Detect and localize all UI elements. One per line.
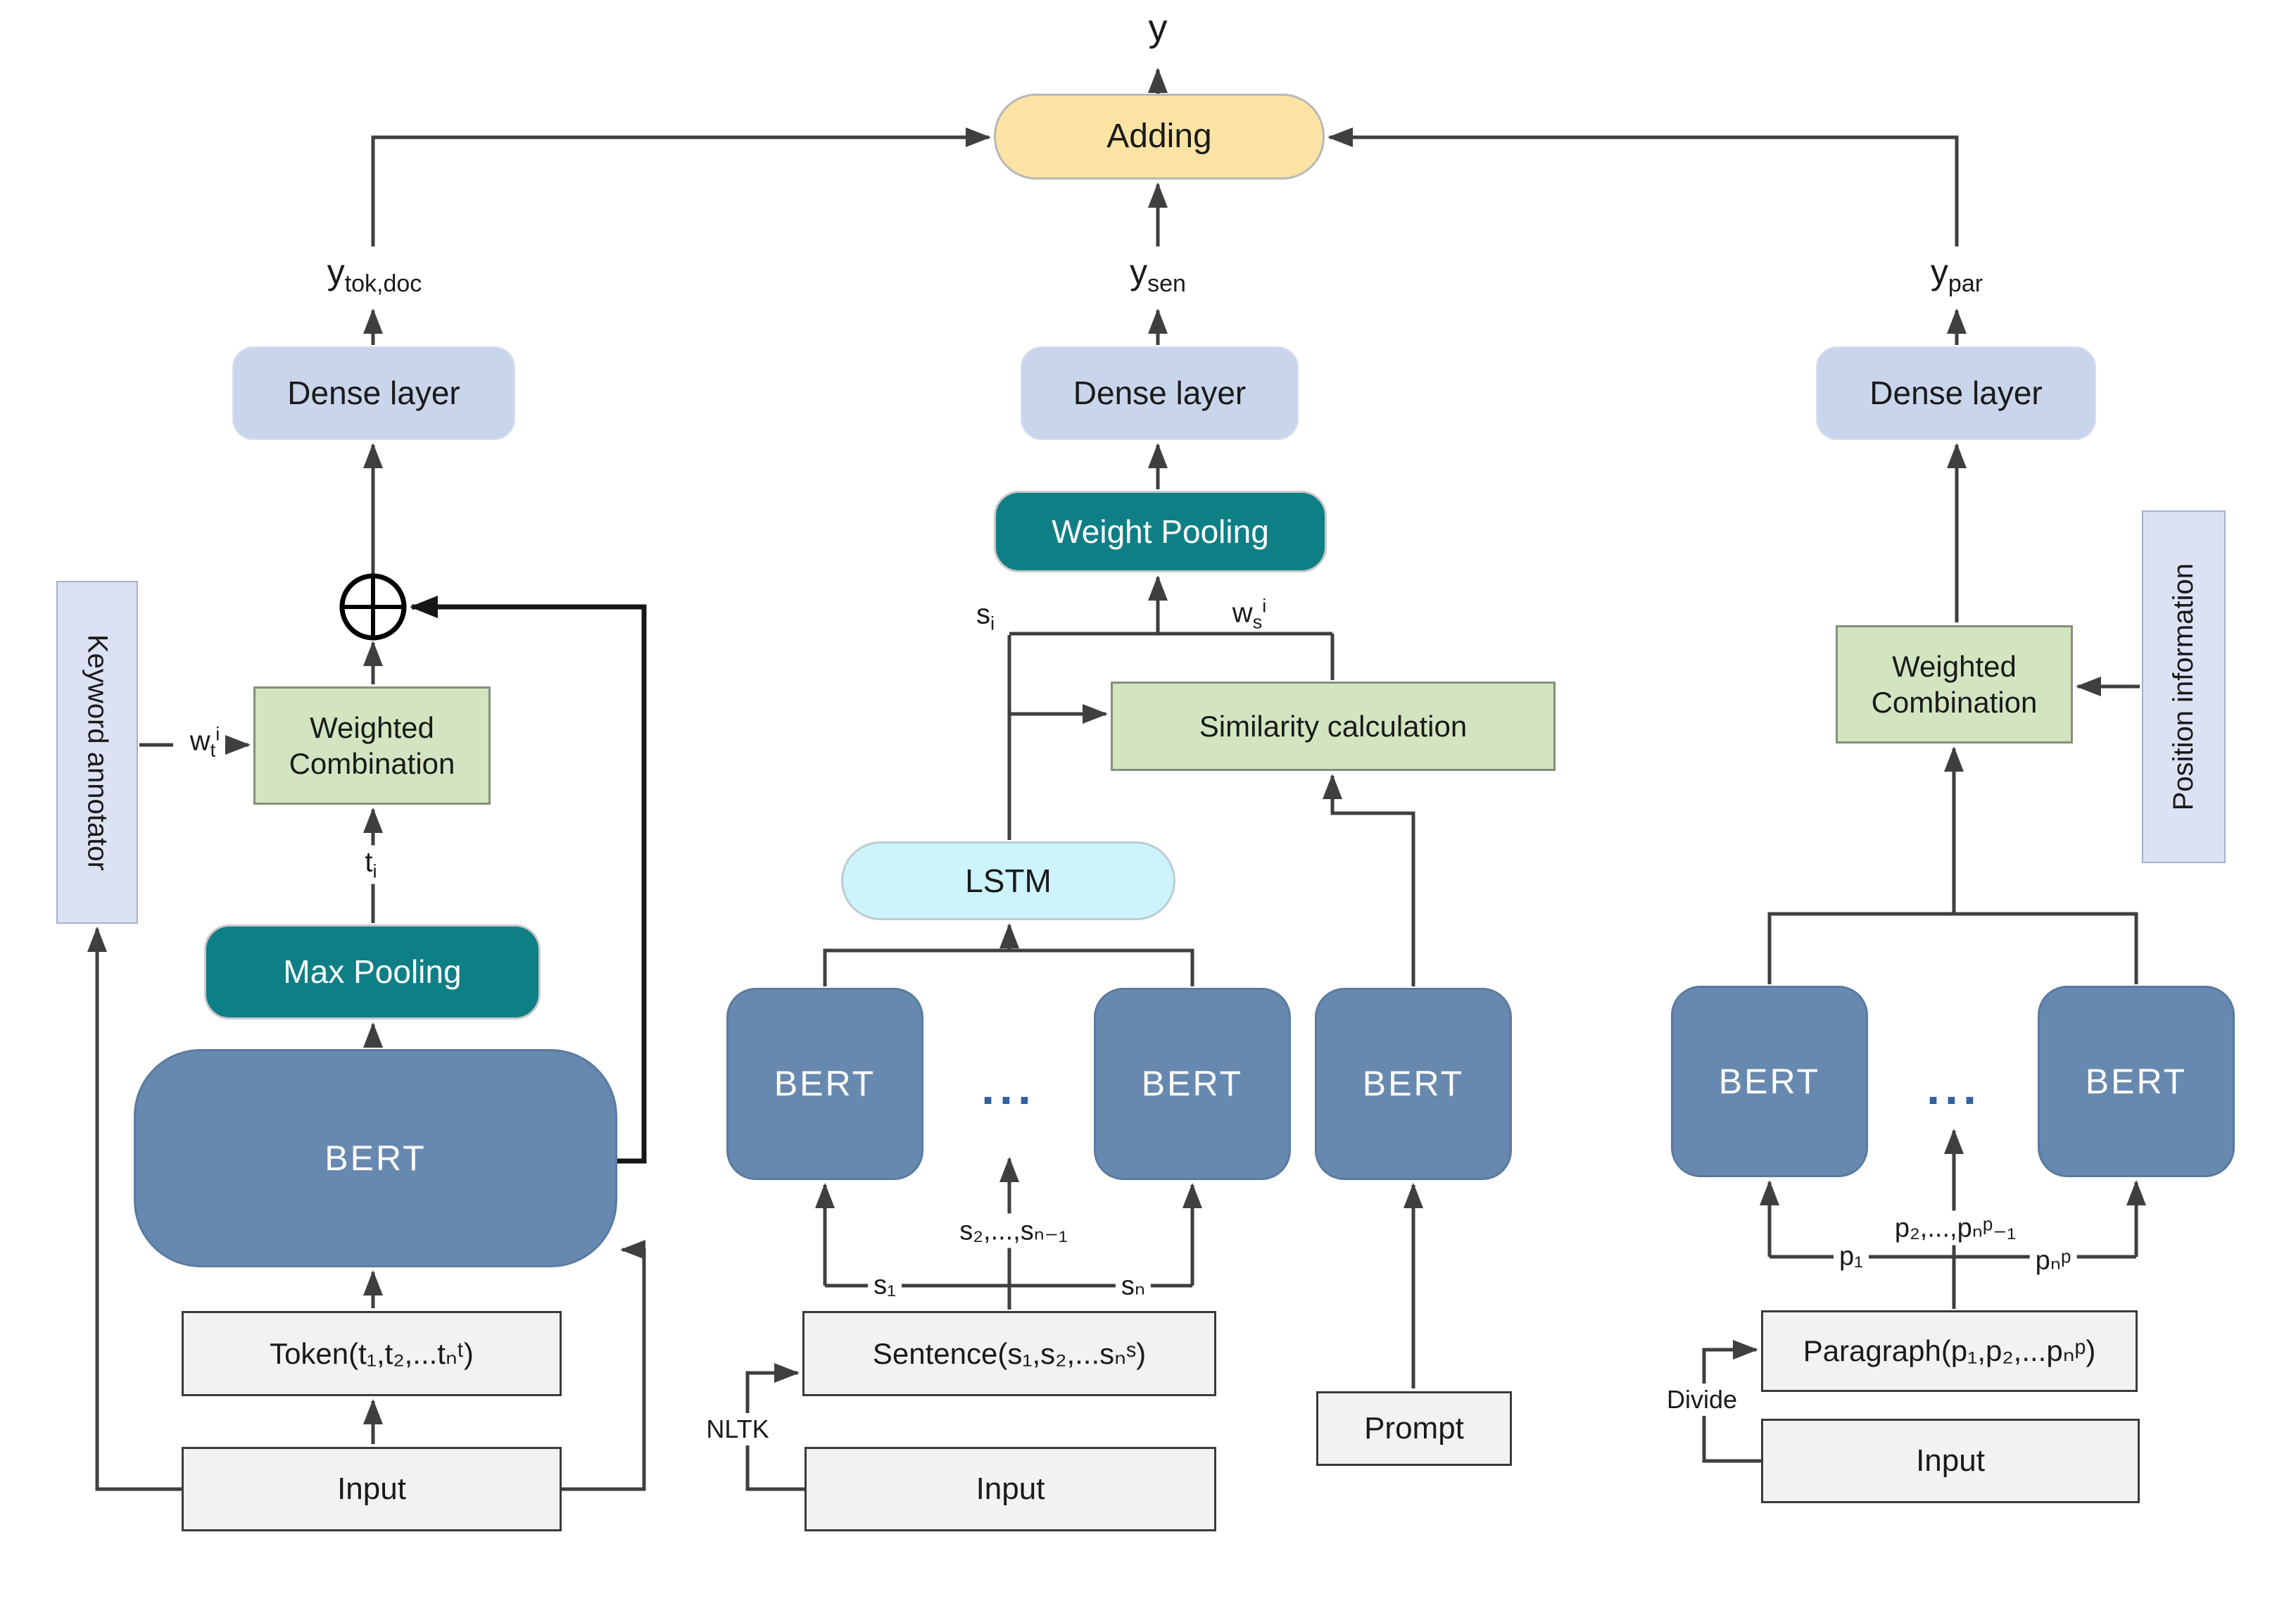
bert-left: BERT	[134, 1049, 617, 1267]
bert-ellipsis-middle: ...	[981, 1061, 1036, 1115]
dense-layer-left: Dense layer	[232, 346, 515, 440]
max-pooling-node: Max Pooling	[204, 924, 541, 1020]
keyword-annotator-label: Keyword annotator	[82, 634, 113, 871]
p-mid-sequence-label: p₂,...,pₙᵖ₋₁	[1888, 1210, 2022, 1246]
similarity-calculation-node: Similarity calculation	[1111, 682, 1556, 771]
paragraph-box: Paragraph(p₁,p₂,...pₙᵖ)	[1761, 1310, 2138, 1392]
position-information-box: Position information	[2142, 510, 2226, 863]
edge-bert-top-bracket	[823, 948, 1194, 986]
wt-weight-label: wti	[189, 722, 220, 761]
edge-input-to-bert-right	[562, 1240, 646, 1491]
weight-pooling-node: Weight Pooling	[994, 491, 1327, 572]
input-box-left: Input	[182, 1447, 562, 1531]
final-output-label: y	[1148, 7, 1168, 49]
input-box-middle: Input	[805, 1447, 1216, 1531]
bert-right-1: BERT	[1671, 986, 1868, 1177]
input-box-right: Input	[1761, 1419, 2140, 1503]
bert-right-2: BERT	[2038, 986, 2235, 1177]
si-label: si	[976, 598, 995, 634]
wsi-label: wsi	[1232, 594, 1267, 633]
position-information-label: Position information	[2168, 563, 2200, 811]
edge-bert-top-bracket-right	[1767, 912, 2138, 984]
oplus-cross	[342, 576, 404, 638]
nltk-label: NLTK	[700, 1413, 775, 1445]
prompt-box: Prompt	[1316, 1391, 1512, 1466]
s-mid-sequence-label: s₂,...,sₙ₋₁	[954, 1213, 1073, 1248]
keyword-annotator-box: Keyword annotator	[56, 581, 138, 924]
bert-ellipsis-right: ...	[1926, 1061, 1981, 1115]
edge-promptbert-to-similarity	[1323, 774, 1415, 986]
edge-bert-skip-to-oplus	[410, 596, 647, 1164]
ytok-label: ytok,doc	[327, 252, 422, 297]
lstm-node: LSTM	[841, 841, 1175, 920]
ti-label: ti	[359, 845, 383, 884]
p1-label: p₁	[1834, 1240, 1869, 1274]
bert-middle-2: BERT	[1094, 988, 1291, 1180]
sn-label: sₙ	[1115, 1268, 1152, 1303]
ypar-label: ypar	[1930, 252, 1983, 297]
edge-input-to-keyword-annotator	[87, 927, 182, 1491]
ysen-label: ysen	[1130, 252, 1186, 297]
adding-label: Adding	[1106, 117, 1212, 155]
bert-middle-1: BERT	[726, 988, 923, 1180]
dense-layer-right: Dense layer	[1816, 346, 2096, 440]
s1-label: s₁	[868, 1269, 902, 1303]
edge-right-to-adding	[1327, 127, 1959, 246]
divide-label: Divide	[1660, 1384, 1743, 1416]
pn-label: pₙᵖ	[2029, 1243, 2077, 1278]
edge-left-to-adding	[371, 127, 991, 246]
dense-layer-middle: Dense layer	[1021, 346, 1299, 440]
bert-prompt: BERT	[1315, 988, 1512, 1180]
token-box: Token(t₁,t₂,...tₙᵗ)	[182, 1311, 562, 1396]
sentence-box: Sentence(s₁,s₂,...sₙˢ)	[802, 1311, 1216, 1396]
adding-node: Adding	[994, 94, 1325, 180]
